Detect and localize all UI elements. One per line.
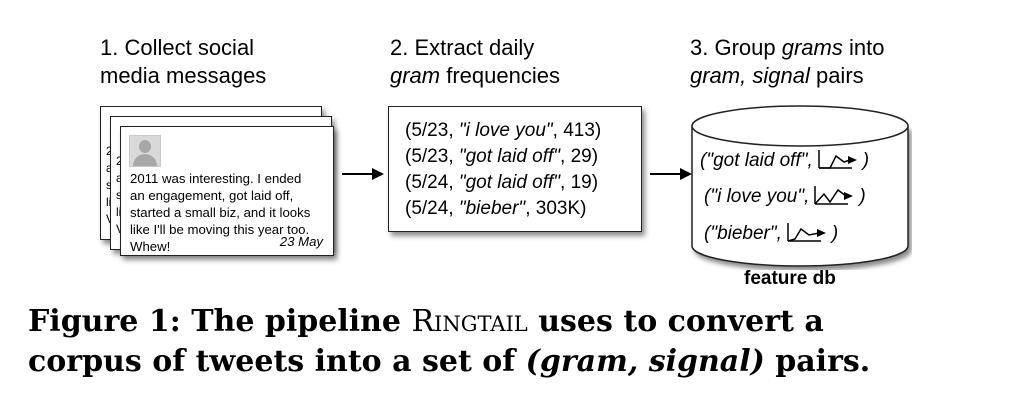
- pair-row: ("got laid off",): [700, 150, 870, 171]
- avatar: [129, 135, 161, 167]
- step-2-title: 2. Extract daily gram frequencies: [390, 34, 560, 90]
- frequency-row: (5/23, "got laid off", 29): [405, 146, 599, 167]
- system-name: Ringtail: [411, 304, 528, 339]
- pair-row: ("i love you",): [704, 186, 866, 207]
- frequency-box: (5/23, "i love you", 413) (5/23, "got la…: [388, 106, 642, 232]
- frequency-row: (5/24, "got laid off", 19): [405, 172, 599, 193]
- signal-sparkline-icon: [818, 150, 857, 169]
- frequency-row: (5/24, "bieber", 303K): [405, 198, 587, 219]
- step-2-line2: gram frequencies: [390, 63, 560, 88]
- pair-row: ("bieber",): [704, 223, 839, 244]
- feature-db-label: feature db: [744, 268, 836, 289]
- step-3-line1: 3. Group grams into: [690, 35, 885, 60]
- signal-sparkline-icon: [787, 223, 826, 242]
- arrow-right-icon: [650, 168, 692, 180]
- tweet-date: 23 May: [279, 234, 323, 249]
- step-3-title: 3. Group grams into gram, signal pairs: [690, 34, 884, 90]
- caption-line1: Figure 1: The pipeline Ringtail uses to …: [28, 304, 824, 339]
- signal-sparkline-icon: [814, 186, 854, 205]
- tweet-card: 2011 was interesting. I ended an engagem…: [120, 126, 334, 256]
- step-2-line1: 2. Extract daily: [390, 35, 535, 60]
- step-1-line1: 1. Collect social: [100, 35, 255, 60]
- step-1-title: 1. Collect social media messages: [100, 34, 266, 90]
- step-3-line2: gram, signal pairs: [690, 63, 864, 88]
- frequency-row: (5/23, "i love you", 413): [405, 120, 602, 141]
- arrow-right-icon: [342, 168, 384, 180]
- figure-caption: Figure 1: The pipeline Ringtail uses to …: [28, 302, 1008, 382]
- caption-line2: corpus of tweets into a set of (gram, si…: [28, 344, 871, 379]
- tweet-text: 2011 was interesting. I ended an engagem…: [130, 171, 311, 254]
- step-1-line2: media messages: [100, 63, 267, 88]
